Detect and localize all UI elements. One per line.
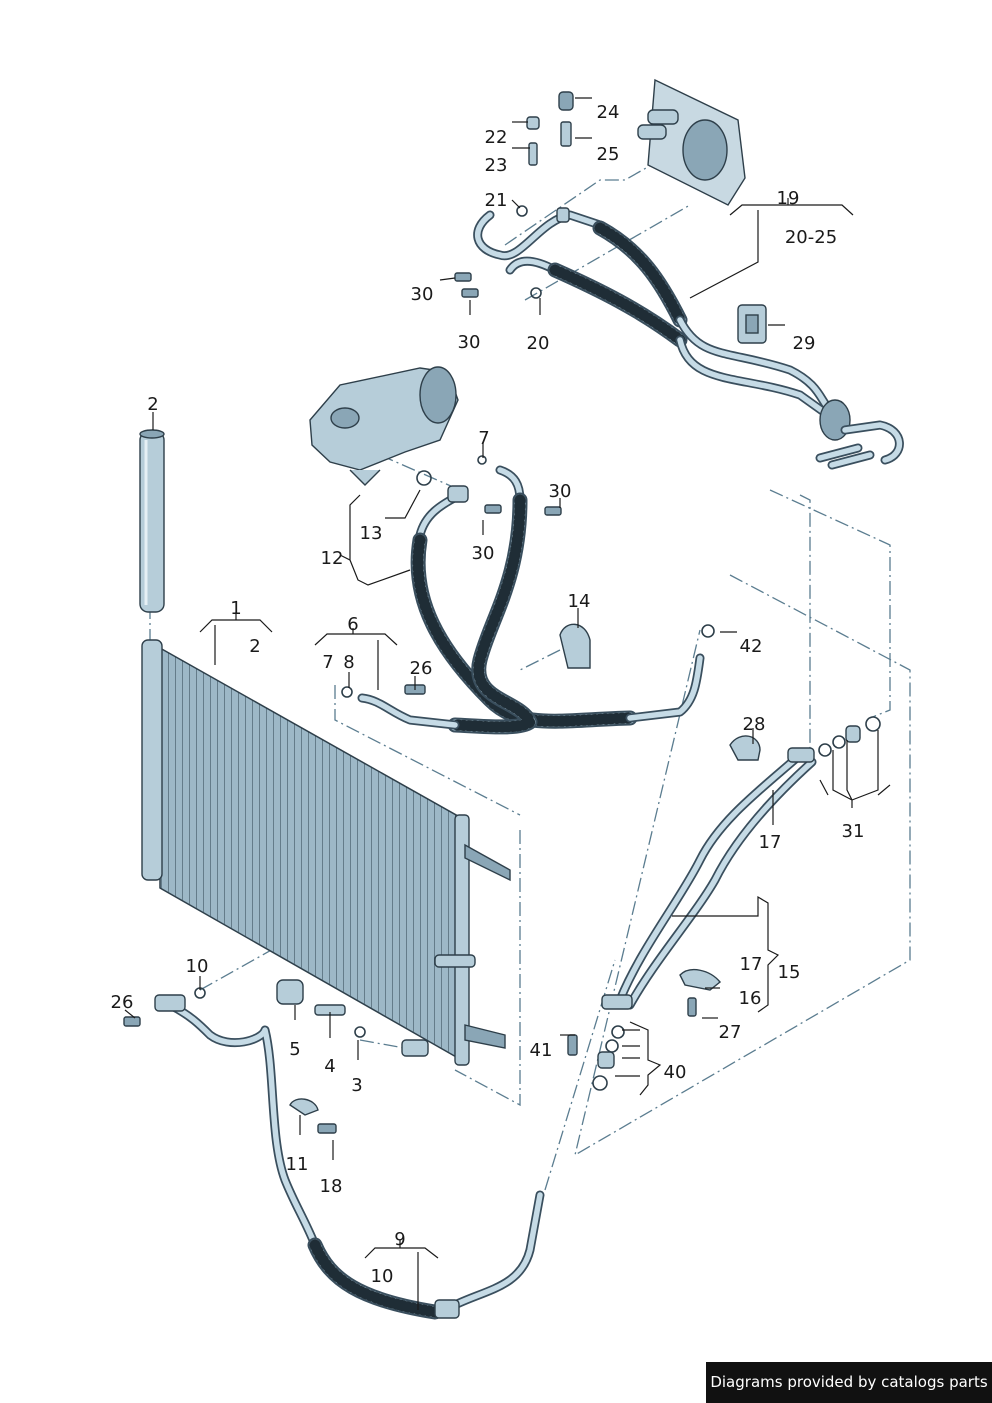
holder-clip-29 — [737, 304, 767, 344]
bracket-14 — [559, 623, 591, 669]
label-20: 20 — [527, 333, 550, 354]
label-15: 15 — [778, 962, 801, 983]
refrigerant-lines-upper — [473, 210, 904, 470]
condenser — [141, 639, 511, 1066]
label-26-top: 26 — [410, 658, 433, 679]
label-27: 27 — [719, 1022, 742, 1043]
refrigerant-line-lower — [154, 994, 545, 1320]
label-17-top: 17 — [759, 832, 782, 853]
label-41: 41 — [530, 1040, 553, 1061]
label-30-a: 30 — [411, 284, 434, 305]
seal-set-31 — [818, 716, 881, 757]
label-13: 13 — [360, 523, 383, 544]
label-21: 21 — [485, 190, 508, 211]
label-9: 9 — [394, 1229, 405, 1250]
label-24: 24 — [597, 102, 620, 123]
label-30-c: 30 — [549, 481, 572, 502]
label-29: 29 — [793, 333, 816, 354]
ac-compressor — [309, 366, 459, 486]
label-26: 26 — [111, 992, 134, 1013]
label-30-b: 30 — [458, 332, 481, 353]
label-20-25: 20-25 — [785, 227, 837, 248]
evaporator-flange — [637, 78, 746, 206]
label-19: 19 — [777, 188, 800, 209]
label-22: 22 — [485, 127, 508, 148]
label-12: 12 — [321, 548, 344, 569]
label-25: 25 — [597, 144, 620, 165]
label-30-d: 30 — [472, 543, 495, 564]
o-ring-42 — [701, 624, 715, 638]
label-10-top: 10 — [186, 956, 209, 977]
label-4: 4 — [324, 1056, 335, 1077]
label-10: 10 — [371, 1266, 394, 1287]
label-8: 8 — [343, 652, 354, 673]
label-7: 7 — [478, 428, 489, 449]
footer-credit: Diagrams provided by catalogs parts — [706, 1362, 992, 1403]
label-3: 3 — [351, 1075, 362, 1096]
label-11: 11 — [286, 1154, 309, 1175]
label-5: 5 — [289, 1039, 300, 1060]
label-16: 16 — [739, 988, 762, 1009]
leader-lines — [124, 97, 891, 1310]
bracket-16 — [679, 968, 721, 1017]
label-18: 18 — [320, 1176, 343, 1197]
label-1: 1 — [230, 598, 241, 619]
label-40: 40 — [664, 1062, 687, 1083]
label-31: 31 — [842, 821, 865, 842]
label-2: 2 — [147, 394, 158, 415]
small-parts-lower — [123, 979, 366, 1134]
label-42: 42 — [740, 636, 763, 657]
valve-caps-and-cores — [454, 91, 574, 299]
label-6: 6 — [347, 614, 358, 635]
label-23: 23 — [485, 155, 508, 176]
callout-labels: 2 1 2 6 7 8 26 7 30 30 13 12 14 42 28 17… — [111, 102, 865, 1287]
seal-set-40 — [567, 1025, 625, 1091]
label-2-condenser: 2 — [249, 636, 260, 657]
label-17: 17 — [740, 954, 763, 975]
refrigerant-lines-right — [601, 747, 817, 1010]
clip-28 — [729, 735, 761, 761]
label-14: 14 — [568, 591, 591, 612]
label-7-left: 7 — [322, 652, 333, 673]
receiver-drier-tube — [139, 429, 165, 613]
compressor-hoses — [341, 455, 705, 735]
label-28: 28 — [743, 714, 766, 735]
